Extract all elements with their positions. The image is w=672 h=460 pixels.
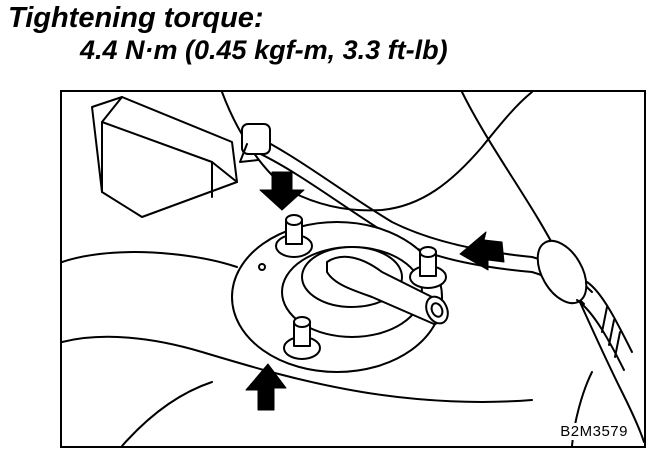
- body-edge-bottom-left: [121, 381, 213, 446]
- bolt-lower-left: [283, 316, 321, 360]
- diagram-drawing: [62, 92, 644, 446]
- body-curve-left: [62, 251, 238, 268]
- tightening-torque-title: Tightening torque:: [8, 2, 264, 34]
- arrow-right: [459, 231, 505, 271]
- torque-specification: 4.4 N·m (0.45 kgf-m, 3.3 ft-lb): [80, 35, 448, 65]
- line-fitting: [536, 239, 588, 305]
- bolt-upper-left: [275, 214, 313, 258]
- hose-clip: [241, 123, 271, 155]
- body-curve-upper: [221, 92, 533, 212]
- arrow-lower-left: [245, 363, 287, 411]
- bolt-right: [409, 246, 447, 289]
- body-curve-lower: [62, 335, 533, 403]
- connector-block: [91, 96, 238, 218]
- figure-code: B2M3579: [558, 423, 630, 440]
- pump-mounting-diagram: B2M3579: [60, 90, 646, 448]
- arrow-upper-left: [259, 171, 305, 211]
